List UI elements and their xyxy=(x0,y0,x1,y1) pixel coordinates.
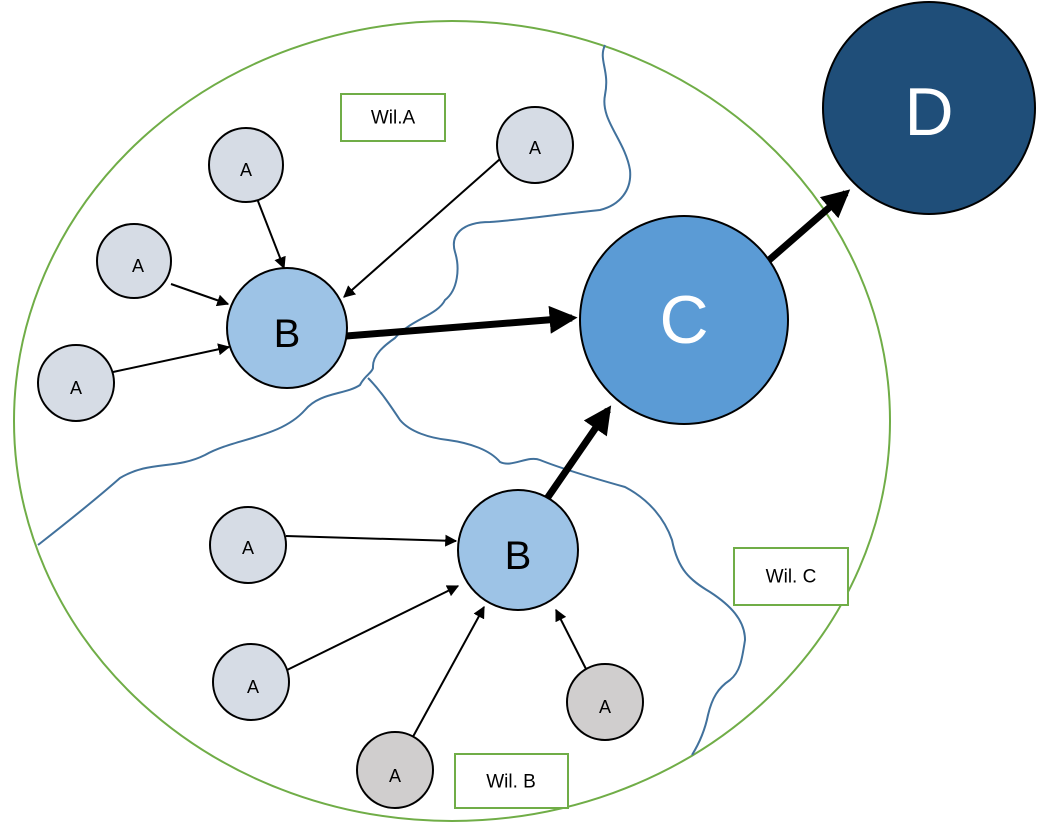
node-label: A xyxy=(240,160,252,180)
edge-b-to-c xyxy=(345,305,578,340)
node-b: B xyxy=(457,489,579,611)
river-line xyxy=(37,44,632,546)
edge-c-to-d xyxy=(765,189,851,264)
edge-a-to-b xyxy=(285,534,458,547)
river-line xyxy=(367,377,747,756)
node-label: A xyxy=(599,697,611,717)
node-a: A xyxy=(96,223,172,299)
node-label: B xyxy=(274,312,301,356)
edge-a-to-b xyxy=(255,195,286,270)
region-label-text: Wil. C xyxy=(766,567,817,588)
edge-a-to-b xyxy=(408,605,485,745)
edge-a-to-b xyxy=(555,608,587,670)
node-label: A xyxy=(242,538,254,558)
region-label-text: Wil. B xyxy=(486,772,536,793)
node-label: A xyxy=(529,138,541,158)
edge-a-to-b xyxy=(170,283,230,307)
node-a: A xyxy=(212,643,290,721)
node-a: A xyxy=(37,344,115,422)
node-b: B xyxy=(226,267,348,389)
region-label-wil-c: Wil. C xyxy=(733,547,849,606)
node-d: D xyxy=(822,1,1036,215)
node-label: A xyxy=(389,766,401,786)
node-c: C xyxy=(579,215,789,425)
edge-b-to-c xyxy=(543,405,612,502)
region-label-text: Wil.A xyxy=(371,108,416,129)
node-a: A xyxy=(208,127,284,203)
node-label: A xyxy=(70,378,82,398)
edge-a-to-b xyxy=(286,585,460,671)
edge-a-to-b xyxy=(112,343,231,373)
node-label: C xyxy=(659,282,708,358)
node-a: A xyxy=(496,106,574,184)
node-label: B xyxy=(505,534,532,578)
node-label: D xyxy=(904,74,953,150)
region-label-wil-b: Wil. B xyxy=(454,753,569,809)
node-a-gray: A xyxy=(356,731,434,809)
edge-a-to-b xyxy=(343,158,501,298)
node-label: A xyxy=(132,256,144,276)
node-a: A xyxy=(209,506,287,584)
region-label-wil-a: Wil.A xyxy=(340,93,446,142)
boundary-circle xyxy=(13,20,891,822)
node-a-gray: A xyxy=(566,663,644,741)
node-label: A xyxy=(247,677,259,697)
